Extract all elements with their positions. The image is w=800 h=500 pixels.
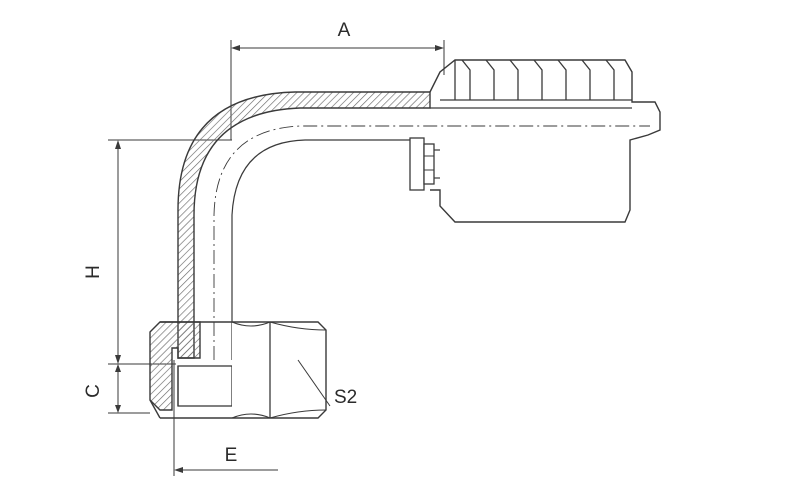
- dimension-c: C: [83, 363, 176, 414]
- insert-collar: [409, 137, 440, 191]
- dimension-label-e: E: [225, 445, 238, 466]
- swivel-nut: [149, 321, 327, 419]
- dimension-a: A: [230, 20, 445, 140]
- dimension-label-c: C: [83, 384, 104, 398]
- dimension-label-s2: S2: [334, 387, 357, 408]
- ferrule: [429, 59, 661, 223]
- elbow-pipe: [177, 91, 650, 360]
- dimension-e: E: [173, 360, 278, 476]
- s2-callout: S2: [297, 359, 357, 408]
- dimension-label-h: H: [83, 265, 104, 279]
- dimension-label-a: A: [338, 20, 351, 41]
